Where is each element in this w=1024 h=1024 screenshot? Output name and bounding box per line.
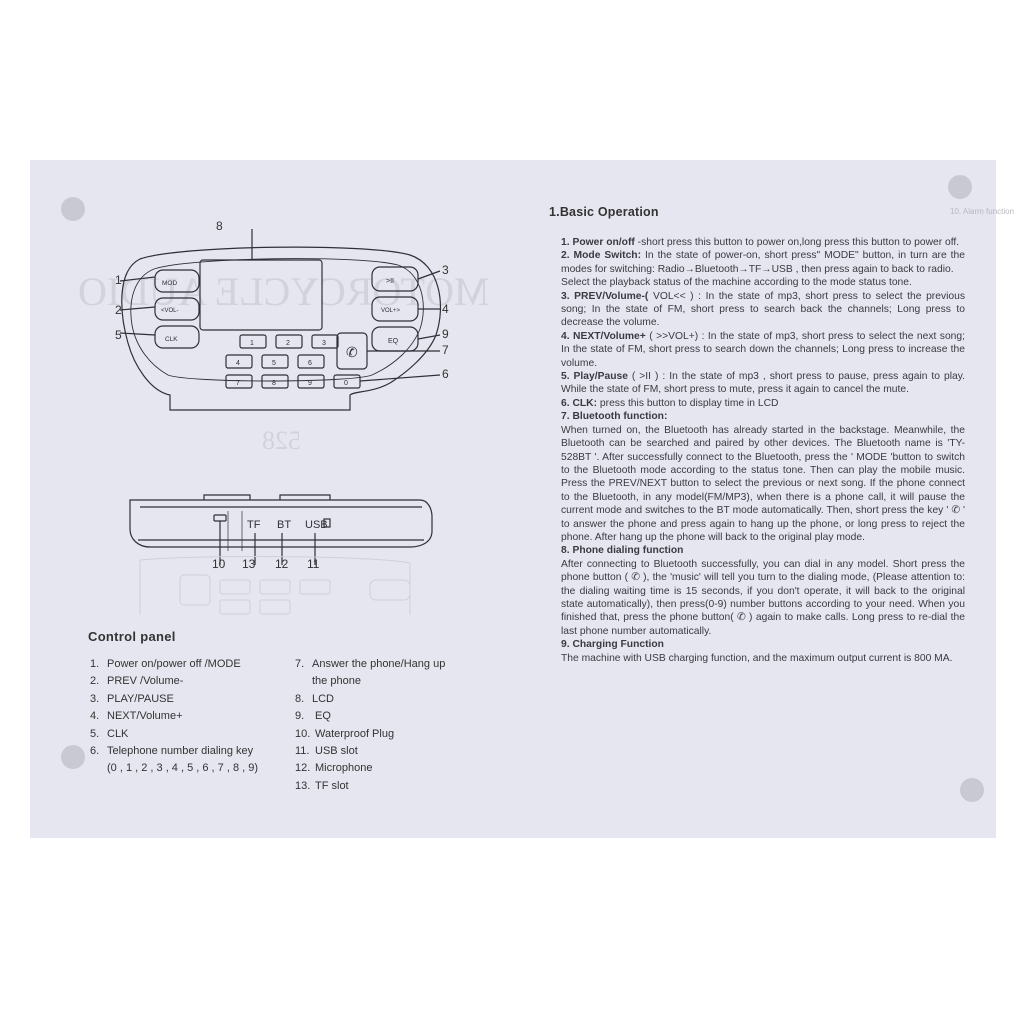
paragraph: Select the playback status of the machin… bbox=[561, 277, 912, 289]
play-pause-button bbox=[371, 266, 419, 292]
list-item: 8.LCD bbox=[295, 692, 335, 705]
list-item: 13.TF slot bbox=[295, 779, 349, 792]
callout-12: 12 bbox=[275, 557, 289, 571]
paragraph: The machine with USB charging function, … bbox=[561, 652, 953, 664]
device-diagram: MOD <VOL- CLK >II VOL+> EQ ✆ 1 2 3 4 5 6… bbox=[119, 229, 442, 615]
list-item: 7.Answer the phone/Hang up bbox=[295, 658, 446, 670]
list-item: 6.Telephone number dialing key bbox=[90, 745, 254, 758]
list-item: 1.Power on/power off /MODE bbox=[90, 658, 241, 670]
svg-text:2: 2 bbox=[286, 340, 290, 347]
list-item: 3.PLAY/PAUSE bbox=[90, 692, 174, 705]
paragraph: 6. CLK: press this button to display tim… bbox=[561, 397, 779, 409]
svg-text:0: 0 bbox=[344, 380, 348, 387]
play-key-label: >II bbox=[386, 278, 394, 285]
callout-5: 5 bbox=[115, 328, 122, 342]
list-item: 5.CLK bbox=[90, 727, 129, 740]
paragraph: 7. Bluetooth function: bbox=[561, 411, 668, 423]
control-panel-heading: Control panel bbox=[88, 629, 176, 644]
mod-key-label: MOD bbox=[162, 280, 177, 287]
control-panel-list-right: 7.Answer the phone/Hang up the phone 8.L… bbox=[295, 656, 445, 795]
usb-label: USB bbox=[305, 519, 328, 531]
lcd-screen bbox=[199, 259, 323, 331]
vol-minus-key-label: <VOL- bbox=[161, 308, 179, 314]
callout-10: 10 bbox=[212, 557, 226, 571]
vol-minus-button bbox=[154, 297, 200, 321]
paragraph: 9. Charging Function bbox=[561, 639, 664, 651]
punch-hole-icon bbox=[960, 778, 984, 802]
eq-key-label: EQ bbox=[388, 338, 399, 345]
callout-2: 2 bbox=[115, 303, 122, 317]
mod-button bbox=[154, 269, 200, 293]
svg-text:4: 4 bbox=[236, 360, 240, 367]
paragraph: 2. Mode Switch: In the state of power-on… bbox=[561, 250, 965, 275]
paragraph: 3. PREV/Volume-( VOL<< ) : In the state … bbox=[561, 290, 965, 329]
right-page: 10. Alarm function 1.Basic Operation 1. … bbox=[525, 160, 1014, 838]
manual-sheet: MOTORCYCLE AUDIO 528 bbox=[30, 160, 1014, 838]
left-page: MOTORCYCLE AUDIO 528 bbox=[30, 160, 525, 838]
callout-4: 4 bbox=[442, 302, 449, 316]
callout-13: 13 bbox=[242, 557, 256, 571]
callout-1: 1 bbox=[115, 273, 122, 287]
tf-label: TF bbox=[247, 519, 261, 531]
vol-plus-key-label: VOL+> bbox=[381, 308, 401, 314]
list-item: 2.PREV /Volume- bbox=[90, 675, 184, 688]
phone-icon: ✆ bbox=[346, 344, 358, 360]
basic-operation-body: 1. Power on/off -short press this button… bbox=[561, 236, 965, 665]
list-item: 10.Waterproof Plug bbox=[295, 727, 395, 740]
list-item: (0 , 1 , 2 , 3 , 4 , 5 , 6 , 7 , 8 , 9) bbox=[107, 762, 259, 775]
clk-key-label: CLK bbox=[165, 336, 178, 343]
callout-11: 11 bbox=[307, 557, 320, 571]
list-item: 4.NEXT/Volume+ bbox=[90, 710, 183, 723]
callout-9: 9 bbox=[442, 327, 449, 341]
bt-label: BT bbox=[277, 519, 291, 531]
paragraph: 1. Power on/off -short press this button… bbox=[561, 237, 960, 248]
svg-text:1: 1 bbox=[250, 340, 254, 347]
paragraph: When turned on, the Bluetooth has alread… bbox=[561, 424, 965, 543]
control-panel-list-left: 1.Power on/power off /MODE 2.PREV /Volum… bbox=[90, 656, 258, 778]
svg-text:6: 6 bbox=[308, 360, 312, 367]
paragraph: After connecting to Bluetooth successful… bbox=[561, 558, 965, 637]
punch-hole-icon bbox=[948, 175, 972, 199]
paragraph: 8. Phone dialing function bbox=[561, 545, 684, 557]
svg-text:3: 3 bbox=[322, 340, 326, 347]
paragraph: 5. Play/Pause ( >II ) : In the state of … bbox=[561, 371, 965, 396]
basic-operation-title: 1.Basic Operation bbox=[549, 205, 659, 219]
svg-text:5: 5 bbox=[272, 360, 276, 367]
punch-hole-icon bbox=[61, 197, 85, 221]
callout-3: 3 bbox=[442, 263, 449, 277]
clk-button bbox=[154, 325, 200, 349]
faint-header-text: 10. Alarm function bbox=[950, 207, 1015, 216]
callout-8: 8 bbox=[216, 219, 223, 233]
callout-7: 7 bbox=[442, 343, 449, 357]
callout-6: 6 bbox=[442, 367, 449, 381]
list-item: the phone bbox=[312, 675, 361, 688]
paragraph: 4. NEXT/Volume+ ( >>VOL+) : In the state… bbox=[561, 330, 965, 369]
list-item: 9.EQ bbox=[295, 710, 331, 723]
list-item: 12.Microphone bbox=[295, 762, 373, 775]
svg-text:9: 9 bbox=[308, 380, 312, 387]
list-item: 11.USB slot bbox=[295, 745, 358, 758]
svg-text:8: 8 bbox=[272, 380, 276, 387]
svg-text:7: 7 bbox=[236, 380, 240, 387]
punch-hole-icon bbox=[61, 745, 85, 769]
